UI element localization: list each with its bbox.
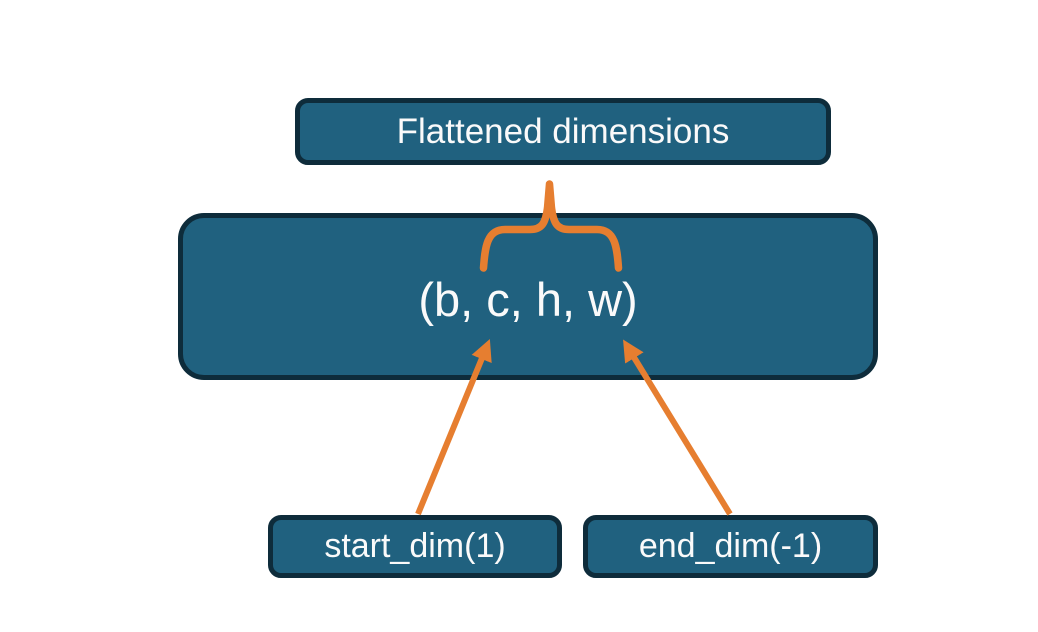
start-dim-label: start_dim(1) xyxy=(324,527,506,565)
end-dim-box: end_dim(-1) xyxy=(583,515,878,578)
tensor-shape-label: (b, c, h, w) xyxy=(418,273,638,326)
end-dim-label: end_dim(-1) xyxy=(638,527,823,565)
flattened-dimensions-box: Flattened dimensions xyxy=(295,98,831,165)
tensor-shape-box: (b, c, h, w) xyxy=(178,213,878,380)
start-dim-box: start_dim(1) xyxy=(268,515,562,578)
flattened-dimensions-label: Flattened dimensions xyxy=(396,111,730,151)
